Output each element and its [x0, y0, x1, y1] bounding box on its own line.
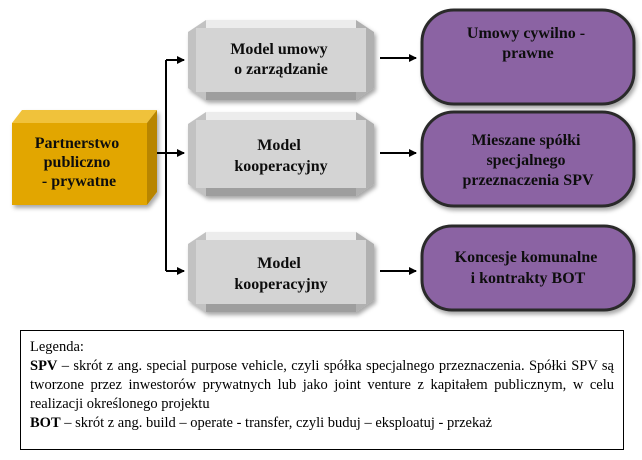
model-1-line-1: Model umowy	[230, 41, 327, 58]
root-label-line-2: publiczno	[44, 154, 111, 171]
legend-bot-entry: BOT – skrót z ang. build – operate - tra…	[30, 414, 614, 433]
legend-bot-description: – skrót z ang. build – operate - transfe…	[60, 415, 493, 431]
outcome-node-3: Koncesje komunalne i kontrakty BOT	[420, 224, 636, 312]
legend-spv-term: SPV	[30, 358, 58, 374]
outcome-1-line-2: prawne	[502, 45, 554, 62]
model-2-face	[196, 120, 366, 188]
outcome-3-line-1: Koncesje komunalne	[455, 249, 598, 266]
connectors	[155, 54, 417, 275]
outcome-2-line-1: Mieszane spółki	[472, 132, 581, 149]
outcome-1-shape	[420, 8, 636, 106]
legend-spv-entry: SPV – skrót z ang. special purpose vehic…	[30, 357, 614, 414]
outcome-1-line-1: Umowy cywilno -	[467, 25, 585, 42]
model-3-line-1: Model	[257, 255, 301, 272]
root-node: Partnerstwo publiczno - prywatne	[12, 110, 157, 205]
model-3-face	[196, 240, 366, 304]
legend-spv-description: – skrót z ang. special purpose vehicle, …	[30, 358, 614, 412]
model-node-2: Model kooperacyjny	[188, 112, 374, 196]
root-face	[12, 123, 147, 205]
root-top	[12, 110, 157, 123]
model-1-face	[196, 28, 366, 92]
model-node-1: Model umowy o zarządzanie	[188, 20, 374, 100]
model-1-line-2: o zarządzanie	[234, 61, 328, 78]
ppp-diagram: Partnerstwo publiczno - prywatne Model u…	[12, 8, 636, 312]
model-2-line-2: kooperacyjny	[234, 158, 327, 175]
root-label-line-3: - prywatne	[42, 173, 116, 190]
legend-bot-term: BOT	[30, 415, 61, 431]
model-2-line-1: Model	[257, 137, 301, 154]
root-side	[147, 110, 157, 205]
model-3-line-2: kooperacyjny	[234, 276, 327, 293]
outcome-1-label: Umowy cywilno - prawne	[467, 25, 589, 62]
outcome-3-line-2: i kontrakty BOT	[471, 270, 586, 287]
outcome-node-2: Mieszane spółki specjalnego przeznaczeni…	[420, 110, 636, 208]
legend-box: Legenda: SPV – skrót z ang. special purp…	[20, 330, 624, 450]
outcome-node-1: Umowy cywilno - prawne	[420, 8, 636, 106]
model-2-label: Model kooperacyjny	[234, 137, 327, 175]
outcome-2-line-2: specjalnego	[486, 152, 565, 169]
outcome-2-line-3: przeznaczenia SPV	[462, 172, 594, 189]
legend-title: Legenda:	[30, 339, 84, 355]
model-3-label: Model kooperacyjny	[234, 255, 327, 293]
model-node-3: Model kooperacyjny	[188, 232, 374, 312]
outcome-2-label: Mieszane spółki specjalnego przeznaczeni…	[462, 132, 594, 189]
root-label-line-1: Partnerstwo	[35, 135, 119, 152]
outcome-3-label: Koncesje komunalne i kontrakty BOT	[455, 249, 602, 287]
outcome-2-shape	[420, 110, 636, 208]
outcome-3-shape	[420, 224, 636, 312]
model-1-label: Model umowy o zarządzanie	[230, 41, 331, 78]
root-label: Partnerstwo publiczno - prywatne	[35, 135, 123, 190]
